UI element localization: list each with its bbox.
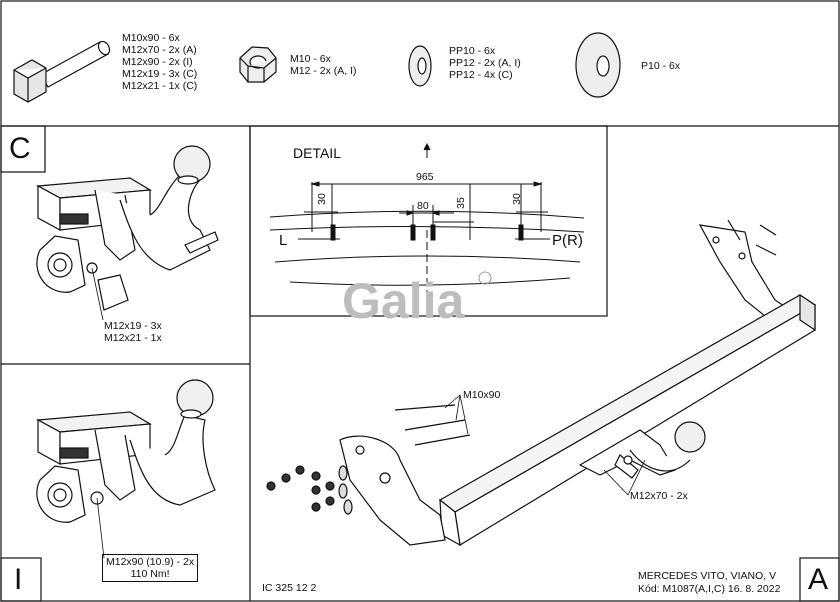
plate-spec-list: P10 - 6x xyxy=(641,60,680,72)
detail-width-dimension: 965 xyxy=(416,171,434,183)
main-towbar-drawing xyxy=(266,219,817,547)
washer-spec: PP12 - 2x (A, I) xyxy=(449,57,521,69)
kod-date: Kód: M1087(A,I,C) 16. 8. 2022 xyxy=(638,583,781,595)
bolt-spec: M10x90 - 6x xyxy=(122,32,180,44)
panel-i-letter: I xyxy=(14,563,23,596)
washer-spec: PP10 - 6x xyxy=(449,45,496,57)
nut-spec-list: M10 - 6x M12 - 2x (A, I) xyxy=(290,53,357,77)
panel-i-towbar-drawing xyxy=(35,379,216,559)
vehicle-name: MERCEDES VITO, VIANO, V xyxy=(638,570,777,582)
panel-a-letter: A xyxy=(808,563,829,596)
nut-spec: M12 - 2x (A, I) xyxy=(290,65,357,77)
bolt-spec: M12x19 - 3x (C) xyxy=(122,68,198,80)
plate-spec: P10 - 6x xyxy=(641,60,681,72)
nut-spec: M10 - 6x xyxy=(290,53,331,65)
bolt-spec: M12x90 - 2x (I) xyxy=(122,56,193,68)
bolt-spec: M12x21 - 1x (C) xyxy=(122,80,198,92)
detail-center-dimension: 80 xyxy=(417,200,429,212)
panel-i-label: 110 Nm! xyxy=(130,568,170,580)
detail-title: DETAIL xyxy=(293,145,341,161)
main-bolt-label: M10x90 xyxy=(463,389,501,401)
bolt-spec-list: M10x90 - 6x M12x70 - 2x (A) M12x90 - 2x … xyxy=(122,32,197,92)
panel-c-label: M12x21 - 1x xyxy=(104,332,162,344)
panel-c-label: M12x19 - 3x xyxy=(104,320,162,332)
bolt-icon xyxy=(13,40,111,103)
detail-drawing xyxy=(269,142,585,300)
panel-c-towbar-drawing xyxy=(35,145,219,321)
main-bolt2-label: M12x70 - 2x xyxy=(630,490,688,502)
bolt-spec: M12x70 - 2x (A) xyxy=(122,44,197,56)
washer-spec: PP12 - 4x (C) xyxy=(449,69,513,81)
detail-right-label: P(R) xyxy=(552,232,583,249)
drawing-code: IC 325 12 2 xyxy=(262,582,317,594)
nut-icon xyxy=(239,46,277,83)
panel-c-letter: C xyxy=(9,132,31,165)
galia-logo: Galia xyxy=(342,271,492,329)
panel-c-labels: M12x19 - 3x M12x21 - 1x xyxy=(104,320,162,344)
plate-icon xyxy=(575,32,621,98)
detail-offset-dimension: 35 xyxy=(454,197,467,209)
panel-i-label: M12x90 (10.9) - 2x xyxy=(106,556,195,568)
detail-left-label: L xyxy=(279,232,288,249)
panel-i-labels: M12x90 (10.9) - 2x 110 Nm! xyxy=(102,554,199,582)
detail-right-height: 30 xyxy=(510,193,523,205)
washer-spec-list: PP10 - 6x PP12 - 2x (A, I) PP12 - 4x (C) xyxy=(449,45,521,81)
washer-icon xyxy=(408,45,432,87)
svg-text:Galia: Galia xyxy=(342,273,465,329)
detail-left-height: 30 xyxy=(315,193,328,205)
